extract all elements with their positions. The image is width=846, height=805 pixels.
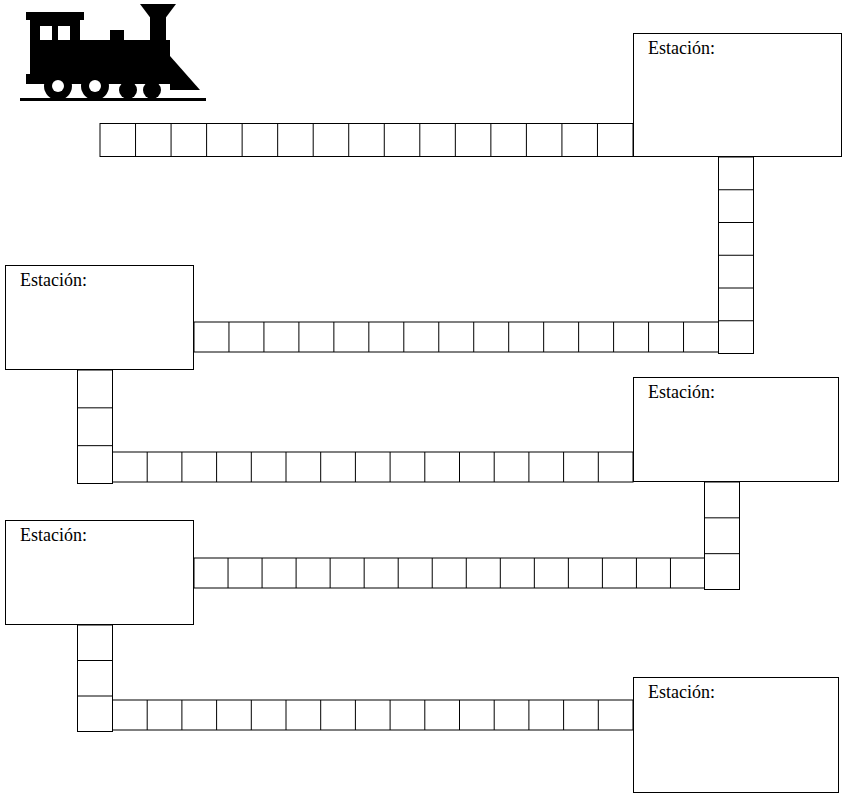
station-label: Estación: [6, 266, 193, 295]
track-connector [78, 370, 634, 484]
station-box: Estación: [5, 520, 194, 625]
station-label: Estación: [634, 34, 841, 63]
station-box: Estación: [633, 377, 839, 482]
station-label: Estación: [634, 678, 838, 707]
track-connector [78, 625, 634, 732]
station-box: Estación: [633, 677, 839, 793]
track-connector [194, 482, 740, 590]
station-box: Estación: [633, 33, 842, 157]
station-label: Estación: [6, 521, 193, 550]
station-label: Estación: [634, 378, 838, 407]
locomotive-icon [20, 4, 206, 101]
track-connector [194, 157, 754, 354]
start-track [100, 124, 633, 157]
locomotive-windows [40, 26, 101, 92]
station-box: Estación: [5, 265, 194, 370]
